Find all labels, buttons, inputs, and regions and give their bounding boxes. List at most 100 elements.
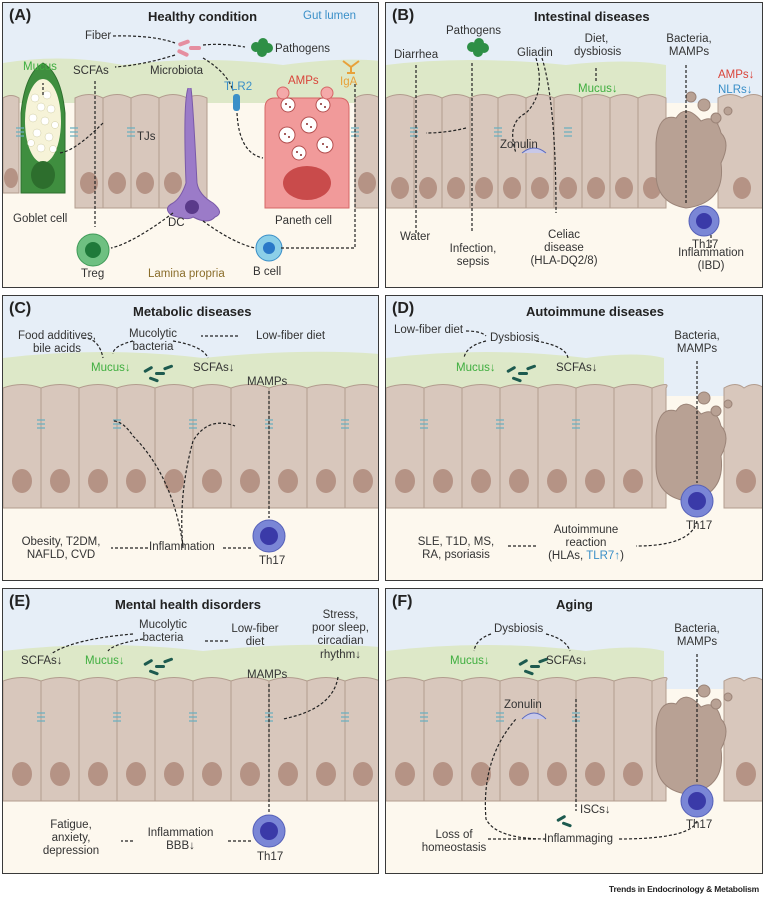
scfas-label: SCFAs↓ — [546, 655, 588, 667]
sle-text-2: RA, psoriasis — [422, 549, 490, 562]
fatigue-text-1: Fatigue, — [50, 819, 92, 831]
infection-label: Infection,sepsis — [438, 243, 508, 269]
mamps-text: MAMPs — [676, 343, 718, 356]
iga-label: IgA — [340, 76, 358, 88]
dendritic-cell-shape — [167, 87, 220, 222]
panel-e-art — [3, 589, 378, 848]
gut-lumen-label: Gut lumen — [303, 10, 357, 22]
bacteria-mamps-label: Bacteria,MAMPs — [662, 623, 732, 649]
infection-text: Infection, — [449, 243, 497, 255]
panel-letter: (F) — [392, 593, 413, 610]
panel-d-art — [386, 296, 762, 547]
pathogens-label: Pathogens — [275, 43, 330, 55]
bacteria-text: Bacteria, — [674, 330, 720, 342]
tjs-label: TJs — [137, 131, 156, 143]
panel-title: Mental health disorders — [115, 597, 261, 612]
diet-text: Diet, — [584, 33, 609, 45]
loss-text-1: Loss of — [435, 829, 473, 841]
low-fiber-text-1: Low-fiber — [231, 623, 279, 635]
fatigue-text-2: anxiety, — [51, 832, 91, 845]
microbiota-label: Microbiota — [150, 65, 204, 77]
loss-text-2: homeostasis — [421, 842, 487, 855]
microbiota-shape — [177, 39, 201, 57]
gliadin-label: Gliadin — [517, 47, 553, 59]
mucus-label: Mucus↓ — [450, 655, 490, 667]
panel-title: Intestinal diseases — [534, 9, 650, 24]
bacteria-text: Bacteria, — [674, 623, 720, 635]
water-label: Water — [400, 231, 431, 243]
celiac-text-1: Celiac — [548, 229, 580, 241]
panel-letter: (E) — [9, 593, 31, 610]
sle-text-1: SLE, T1D, MS, — [417, 536, 495, 548]
inflammation-text: Inflammation — [678, 247, 744, 259]
panel-b: (B) Intestinal diseases Pathogens Diarrh… — [385, 2, 763, 288]
inflammaging-label: Inflammaging — [544, 833, 614, 845]
sepsis-text: sepsis — [456, 256, 490, 269]
dc-label: DC — [168, 217, 185, 229]
mucolytic-text-2: bacteria — [132, 341, 174, 354]
mamps-text: MAMPs — [668, 46, 710, 59]
diarrhea-label: Diarrhea — [394, 49, 439, 61]
diet-label: Diet,dysbiosis — [574, 33, 621, 59]
scfas-label: SCFAs↓ — [193, 362, 235, 374]
paneth-cell-label: Paneth cell — [275, 215, 332, 227]
lamina-propria-label: Lamina propria — [148, 268, 225, 280]
autoimmune-text-1: Autoimmune — [553, 524, 619, 536]
mucolytic-text-1: Mucolytic — [129, 328, 177, 340]
th17-label: Th17 — [686, 520, 713, 532]
iscs-label: ISCs↓ — [580, 804, 611, 816]
treg-label: Treg — [81, 268, 105, 280]
panel-letter: (C) — [9, 300, 32, 317]
pathogens-shape — [251, 38, 273, 57]
panel-title: Metabolic diseases — [133, 304, 252, 319]
th17-label: Th17 — [692, 239, 719, 251]
bacteria-text: Bacteria, — [666, 33, 712, 45]
panel-d: (D) Autoimmune diseases Low-fiber diet D… — [385, 295, 763, 581]
fiber-label: Fiber — [85, 30, 112, 42]
low-fiber-label: Low-fiber diet — [256, 330, 326, 342]
panel-title: Autoimmune diseases — [526, 304, 664, 319]
b-cell-label: B cell — [253, 266, 282, 278]
mucus-label: Mucus↓ — [578, 83, 618, 95]
dysbiosis-label: Dysbiosis — [490, 332, 540, 344]
food-text-2: bile acids — [33, 343, 81, 356]
scfas-label: SCFAs — [73, 65, 109, 77]
close-paren: ) — [620, 550, 624, 563]
bacteria-mamps-label: Bacteria,MAMPs — [654, 33, 724, 59]
stress-text-4: rhythm↓ — [320, 648, 361, 661]
stress-text-3: circadian — [317, 635, 364, 648]
stress-text-2: poor sleep, — [312, 622, 369, 635]
mucus-label: Mucus↓ — [91, 362, 131, 374]
inflammation-text: Inflammation — [147, 827, 214, 839]
panel-title: Healthy condition — [148, 9, 258, 24]
mucus-label: Mucus↓ — [456, 362, 496, 374]
dysbiosis-label: Dysbiosis — [494, 623, 544, 635]
food-text-1: Food additives, — [18, 330, 96, 342]
autoimmune-text-2: reaction — [565, 537, 607, 550]
panel-letter: (D) — [392, 300, 415, 317]
scfas-label: SCFAs↓ — [21, 655, 63, 667]
obesity-text-2: NAFLD, CVD — [26, 549, 96, 562]
paneth-cell-shape — [264, 86, 350, 209]
panel-c-art — [3, 296, 378, 553]
mucolytic-text-2: bacteria — [142, 632, 184, 645]
panel-f-art — [386, 589, 762, 840]
fatigue-text-3: depression — [42, 845, 100, 858]
mamps-text: MAMPs — [676, 636, 718, 649]
inflammation-label: Inflammation — [149, 541, 215, 553]
celiac-text-2: disease — [544, 242, 584, 255]
panel-letter: (B) — [392, 7, 415, 24]
ibd-text: (IBD) — [697, 260, 725, 273]
goblet-cell-shape — [20, 62, 66, 194]
mamps-label: MAMPs — [247, 376, 288, 388]
th17-label: Th17 — [686, 819, 713, 831]
mamps-label: MAMPs — [247, 669, 288, 681]
low-fiber-text-2: diet — [245, 636, 265, 649]
obesity-label: Obesity, T2DM,NAFLD, CVD — [11, 536, 111, 562]
nlrs-label: NLRs↓ — [718, 84, 753, 96]
panel-title: Aging — [556, 597, 593, 612]
